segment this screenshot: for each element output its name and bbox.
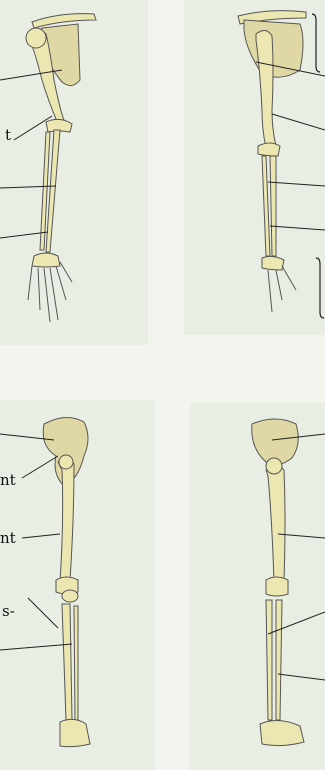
- brackets: [312, 14, 324, 318]
- arm-back-figure: [238, 11, 306, 312]
- arm-front-figure: [26, 14, 96, 322]
- bracket-hand: [316, 258, 324, 318]
- leg-front-figure: [43, 417, 90, 746]
- label-leg-front-s: s-: [2, 604, 15, 619]
- label-arm-front-t: t: [5, 128, 11, 143]
- leg-back-figure: [252, 419, 304, 746]
- label-leg-front-nt-2: nt: [0, 531, 16, 546]
- label-leg-front-nt-1: nt: [0, 473, 16, 488]
- bracket-shoulder: [312, 14, 320, 72]
